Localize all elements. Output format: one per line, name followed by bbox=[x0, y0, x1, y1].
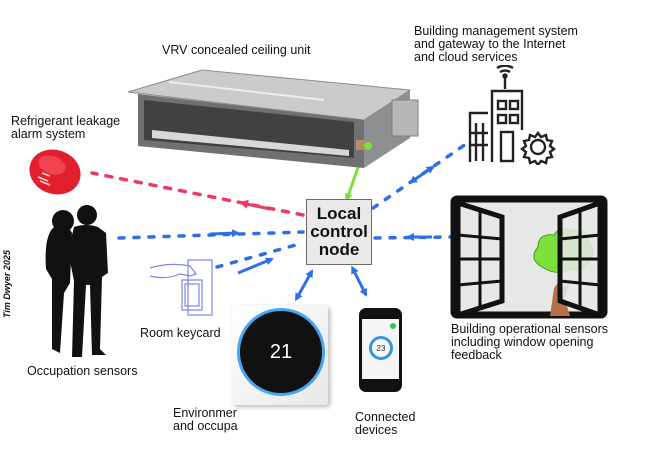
people-silhouette-icon bbox=[45, 205, 108, 357]
link-alarm bbox=[90, 171, 305, 217]
occupation-label: Occupation sensors bbox=[27, 364, 138, 378]
author-credit: Tim Dwyer 2025 bbox=[2, 250, 12, 318]
local-control-node: Local control node bbox=[306, 199, 372, 265]
vrv-ceiling-unit-icon bbox=[127, 69, 419, 168]
link-bms-arrow bbox=[409, 165, 435, 184]
link-devices bbox=[351, 265, 368, 297]
link-bms bbox=[371, 142, 468, 210]
phone-temperature: 23 bbox=[369, 336, 393, 360]
link-alarm-arrow bbox=[239, 199, 271, 211]
keycard-label: Room keycard bbox=[140, 326, 221, 340]
thermostat-label: Environmer and occupa bbox=[173, 406, 238, 433]
keycard-holder-icon bbox=[149, 259, 213, 316]
devices-label: Connected devices bbox=[355, 410, 416, 437]
link-thermostat bbox=[295, 269, 314, 302]
alarm-label: Refrigerant leakage alarm system bbox=[11, 114, 121, 141]
building-gateway-icon bbox=[468, 65, 556, 165]
link-keycard bbox=[215, 241, 305, 269]
window-sensors-label: Building operational sensors including w… bbox=[451, 322, 609, 362]
link-keycard-arrow bbox=[237, 257, 274, 275]
alarm-beacon-icon bbox=[29, 149, 81, 195]
vrv-label: VRV concealed ceiling unit bbox=[162, 43, 311, 57]
link-window bbox=[373, 235, 454, 240]
bms-label: Building management system and gateway t… bbox=[414, 24, 578, 64]
phone-power-icon bbox=[390, 323, 396, 329]
link-occupation-arrow bbox=[209, 229, 240, 238]
thermostat-temperature: 21 bbox=[269, 340, 293, 363]
thermostat-device: 21 bbox=[232, 305, 328, 405]
open-window-icon bbox=[450, 195, 608, 319]
smartphone-device: 23 bbox=[359, 308, 402, 392]
